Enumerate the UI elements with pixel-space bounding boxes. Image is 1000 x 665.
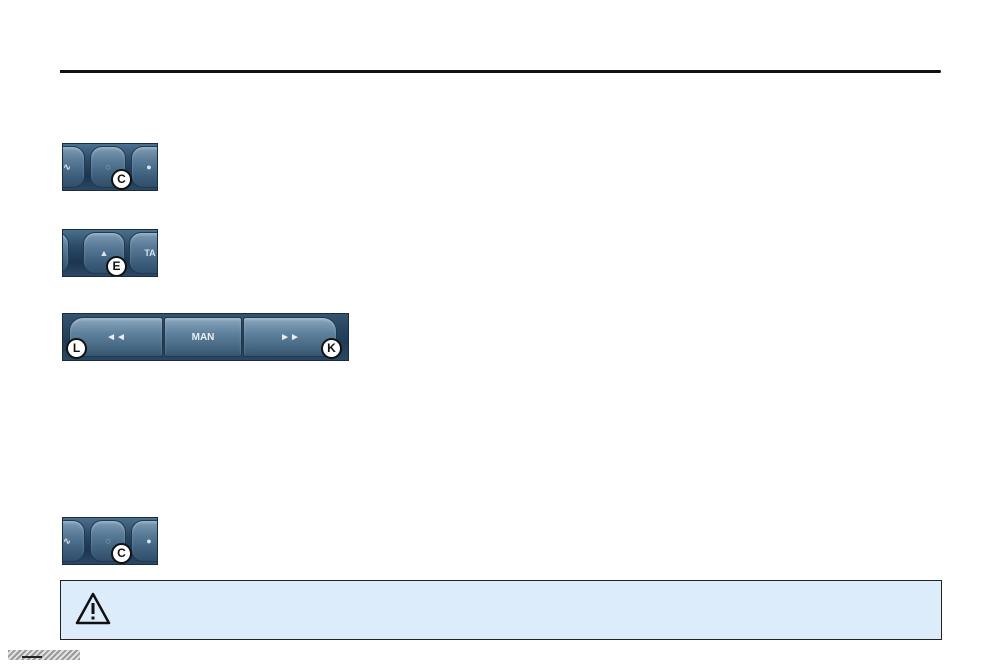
radio-key-right: ● (131, 520, 157, 562)
marker-c: C (111, 169, 132, 190)
forward-icon: ►► (280, 331, 300, 343)
marker-l: L (66, 338, 87, 359)
radio-key-left: ∿ (63, 146, 85, 188)
cd-icon: ● (146, 162, 152, 172)
eject-icon: ▲ (99, 248, 109, 258)
header-rule (60, 70, 940, 73)
radio-key-right: ● (131, 146, 157, 188)
warning-box (60, 580, 942, 640)
marker-e: E (106, 256, 127, 276)
radio-panel-c-bottom: ∿ ◌ ● C (62, 517, 158, 565)
man-label: MAN (191, 331, 215, 343)
page-tab-marker (8, 650, 80, 660)
key-glyph: ◌ (105, 162, 111, 172)
radio-key-left: ∿ (63, 520, 85, 562)
radio-panel-seek: ◄◄ MAN ►► L K (62, 313, 349, 361)
warning-triangle-icon (75, 592, 111, 625)
man-key: MAN (164, 317, 242, 357)
radio-key-c: ◌ (90, 146, 126, 188)
wave-icon: ∿ (63, 161, 71, 172)
wave-icon: ∿ (63, 535, 71, 546)
header-rule-dot (938, 70, 941, 73)
radio-key-ta: TA (129, 232, 157, 274)
radio-key-left (63, 232, 69, 274)
key-glyph: ◌ (105, 536, 111, 546)
marker-c: C (111, 543, 132, 564)
radio-key-eject: ▲ (83, 232, 125, 274)
ta-label: TA (144, 248, 156, 258)
cd-icon: ● (146, 536, 152, 546)
rewind-icon: ◄◄ (106, 331, 126, 343)
marker-k: K (321, 338, 342, 359)
radio-panel-e: ▲ TA E (62, 229, 158, 277)
radio-panel-c-top: ∿ ◌ ● C (62, 143, 158, 191)
